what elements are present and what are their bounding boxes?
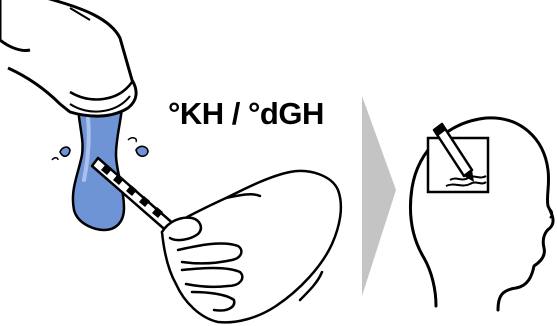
arrow-icon <box>362 96 396 296</box>
water-splash-right <box>128 138 136 142</box>
water-drop-left <box>60 147 70 156</box>
hand-icon <box>162 171 341 322</box>
water-drop-right <box>136 146 148 156</box>
hand-finger-2 <box>182 268 242 287</box>
water-splash-left <box>52 158 58 160</box>
faucet-body <box>0 0 136 116</box>
faucet-icon <box>0 0 136 116</box>
hardness-label: °KH / °dGH <box>168 96 324 132</box>
